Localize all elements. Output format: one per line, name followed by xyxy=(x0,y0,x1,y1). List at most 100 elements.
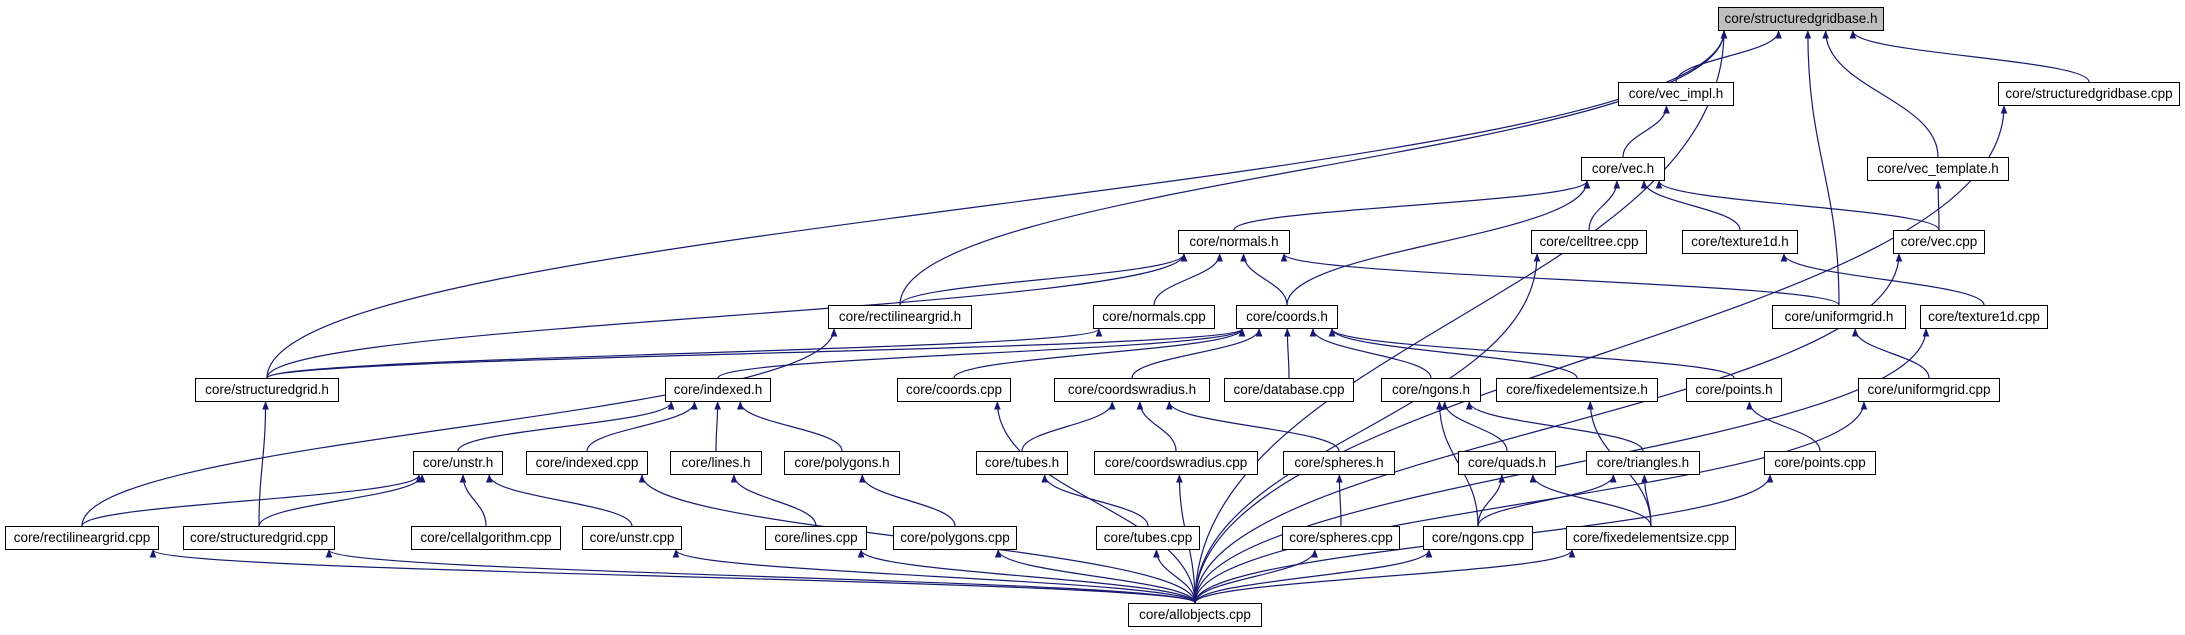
edge-cellalgorithm_cpp-to-unstr_h xyxy=(459,474,487,527)
node-quads-h[interactable]: core/quads.h xyxy=(1458,451,1556,475)
node-lines-cpp[interactable]: core/lines.cpp xyxy=(765,526,867,550)
edge-structuredgrid_h-to-coords_h xyxy=(266,328,1246,379)
edge-uniformgrid_h-to-root xyxy=(1804,30,1840,306)
node-allobjects-cpp[interactable]: core/allobjects.cpp xyxy=(1128,603,1262,627)
node-unstr-h[interactable]: core/unstr.h xyxy=(413,451,503,475)
node-normals-h[interactable]: core/normals.h xyxy=(1178,230,1290,254)
node-polygons-cpp[interactable]: core/polygons.cpp xyxy=(893,526,1017,550)
edge-allobjects_cpp-to-rectilineargrid_cpp xyxy=(149,549,1196,604)
edge-lines_cpp-to-lines_h xyxy=(730,474,817,527)
node-coords-h[interactable]: core/coords.h xyxy=(1236,305,1338,329)
node-points-h[interactable]: core/points.h xyxy=(1686,378,1782,402)
node-triangles-h[interactable]: core/triangles.h xyxy=(1586,451,1700,475)
edge-polygons_cpp-to-polygons_h xyxy=(859,474,956,527)
node-ngons-h[interactable]: core/ngons.h xyxy=(1381,378,1481,402)
node-celltree-cpp[interactable]: core/celltree.cpp xyxy=(1531,230,1647,254)
edge-rectilineargrid_h-to-root xyxy=(899,30,1728,306)
node-unstr-cpp[interactable]: core/unstr.cpp xyxy=(582,526,682,550)
edge-points_cpp-to-points_h xyxy=(1746,401,1821,452)
edge-coordswradius_h-to-coords_h xyxy=(1131,328,1263,379)
node-coords-cpp[interactable]: core/coords.cpp xyxy=(897,378,1011,402)
node-structuredgrid-h[interactable]: core/structuredgrid.h xyxy=(195,378,339,402)
edge-unstr_h-to-indexed_h xyxy=(457,401,675,452)
edge-allobjects_cpp-to-tubes_cpp xyxy=(1153,549,1196,604)
node-points-cpp[interactable]: core/points.cpp xyxy=(1764,451,1876,475)
edge-fixedelementsize_cpp-to-quads_h xyxy=(1529,474,1652,527)
edge-ngons_h-to-coords_h xyxy=(1309,328,1432,379)
edge-indexed_h-to-coords_h xyxy=(717,328,1246,379)
edge-allobjects_cpp-to-unstr_cpp xyxy=(672,549,1196,604)
edge-indexed_cpp-to-indexed_h xyxy=(586,401,698,452)
edge-allobjects_cpp-to-root xyxy=(1194,30,1728,604)
node-cellalgorithm-cpp[interactable]: core/cellalgorithm.cpp xyxy=(411,526,561,550)
edge-allobjects_cpp-to-texture1d_cpp xyxy=(1194,328,1930,604)
edge-vec_template_h-to-root xyxy=(1822,30,1939,158)
node-vec-impl-h[interactable]: core/vec_impl.h xyxy=(1618,82,1734,106)
edge-allobjects_cpp-to-structuredgrid_cpp xyxy=(325,549,1196,604)
edge-allobjects_cpp-to-structuredgridbase_cpp xyxy=(1194,105,2008,604)
edge-triangles_h-to-ngons_h xyxy=(1465,401,1644,452)
node-structuredgridbase-cpp[interactable]: core/structuredgridbase.cpp xyxy=(1998,82,2180,106)
node-rectilineargrid-cpp[interactable]: core/rectilineargrid.cpp xyxy=(5,526,159,550)
edge-vec_cpp-to-vec_h xyxy=(1655,180,1940,231)
edge-rectilineargrid_cpp-to-unstr_h xyxy=(81,474,423,527)
edge-unstr_cpp-to-unstr_h xyxy=(486,474,633,527)
edge-vec_h-to-vec_impl_h xyxy=(1622,105,1670,158)
edge-normals_cpp-to-normals_h xyxy=(1153,253,1223,306)
edge-tubes_cpp-to-tubes_h xyxy=(1041,474,1149,527)
node-vec-template-h[interactable]: core/vec_template.h xyxy=(1867,157,2009,181)
edge-structuredgrid_cpp-to-structuredgrid_h xyxy=(258,401,269,527)
edge-structuredgridbase_cpp-to-root xyxy=(1849,30,2090,83)
node-tubes-h[interactable]: core/tubes.h xyxy=(976,451,1068,475)
node-database-cpp[interactable]: core/database.cpp xyxy=(1224,378,1354,402)
edge-texture1d_h-to-vec_h xyxy=(1640,180,1741,231)
edge-rectilineargrid_cpp-to-rectilineargrid_h xyxy=(81,328,838,527)
node-lines-h[interactable]: core/lines.h xyxy=(670,451,762,475)
node-uniformgrid-cpp[interactable]: core/uniformgrid.cpp xyxy=(1858,378,2000,402)
node-ngons-cpp[interactable]: core/ngons.cpp xyxy=(1423,526,1533,550)
edge-allobjects_cpp-to-lines_cpp xyxy=(857,549,1196,604)
node-fixedelementsize-h[interactable]: core/fixedelementsize.h xyxy=(1496,378,1658,402)
node-polygons-h[interactable]: core/polygons.h xyxy=(784,451,900,475)
edge-polygons_h-to-indexed_h xyxy=(736,401,843,452)
edge-ngons_cpp-to-quads_h xyxy=(1477,474,1506,527)
node-coordswradius-cpp[interactable]: core/coordswradius.cpp xyxy=(1094,451,1258,475)
edge-tubes_h-to-coordswradius_h xyxy=(1021,401,1116,452)
edge-quads_h-to-ngons_h xyxy=(1441,401,1508,452)
node-normals-cpp[interactable]: core/normals.cpp xyxy=(1093,305,1215,329)
node-vec-cpp[interactable]: core/vec.cpp xyxy=(1893,230,1985,254)
edge-allobjects_cpp-to-uniformgrid_cpp xyxy=(1194,401,1868,604)
node-rectilineargrid-h[interactable]: core/rectilineargrid.h xyxy=(828,305,972,329)
edge-database_cpp-to-coords_h xyxy=(1284,328,1291,379)
edge-ngons_cpp-to-triangles_h xyxy=(1477,474,1617,527)
node-tubes-cpp[interactable]: core/tubes.cpp xyxy=(1096,526,1200,550)
node-texture1d-h[interactable]: core/texture1d.h xyxy=(1682,230,1798,254)
edge-spheres_cpp-to-spheres_h xyxy=(1336,474,1343,527)
edge-allobjects_cpp-to-spheres_cpp xyxy=(1194,549,1319,604)
node-spheres-cpp[interactable]: core/spheres.cpp xyxy=(1282,526,1400,550)
node-spheres-h[interactable]: core/spheres.h xyxy=(1283,451,1395,475)
edge-uniformgrid_cpp-to-uniformgrid_h xyxy=(1851,328,1930,379)
edge-allobjects_cpp-to-polygons_cpp xyxy=(994,549,1196,604)
node-fixedelementsize-cpp[interactable]: core/fixedelementsize.cpp xyxy=(1566,526,1736,550)
node-structuredgridbase-h: core/structuredgridbase.h xyxy=(1718,7,1884,31)
edge-lines_h-to-indexed_h xyxy=(714,401,721,452)
edge-coords_cpp-to-coords_h xyxy=(953,328,1246,379)
edge-texture1d_cpp-to-texture1d_h xyxy=(1780,253,1985,306)
node-structuredgrid-cpp[interactable]: core/structuredgrid.cpp xyxy=(183,526,335,550)
node-texture1d-cpp[interactable]: core/texture1d.cpp xyxy=(1920,305,2048,329)
edge-structuredgrid_cpp-to-unstr_h xyxy=(258,474,426,527)
edge-allobjects_cpp-to-fixedelementsize_cpp xyxy=(1194,549,1576,604)
node-indexed-cpp[interactable]: core/indexed.cpp xyxy=(526,451,648,475)
edge-fixedelementsize_cpp-to-triangles_h xyxy=(1641,474,1652,527)
node-vec-h[interactable]: core/vec.h xyxy=(1581,157,1665,181)
edge-celltree_cpp-to-vec_h xyxy=(1588,180,1621,231)
edge-uniformgrid_h-to-normals_h xyxy=(1280,253,1840,306)
node-coordswradius-h[interactable]: core/coordswradius.h xyxy=(1054,378,1210,402)
edge-points_h-to-coords_h xyxy=(1328,328,1735,379)
edge-structuredgrid_h-to-normals_cpp xyxy=(266,328,1103,379)
node-uniformgrid-h[interactable]: core/uniformgrid.h xyxy=(1772,305,1906,329)
edge-allobjects_cpp-to-celltree_cpp xyxy=(1194,253,1541,604)
edge-structuredgrid_h-to-root xyxy=(266,30,1728,379)
node-indexed-h[interactable]: core/indexed.h xyxy=(665,378,771,402)
